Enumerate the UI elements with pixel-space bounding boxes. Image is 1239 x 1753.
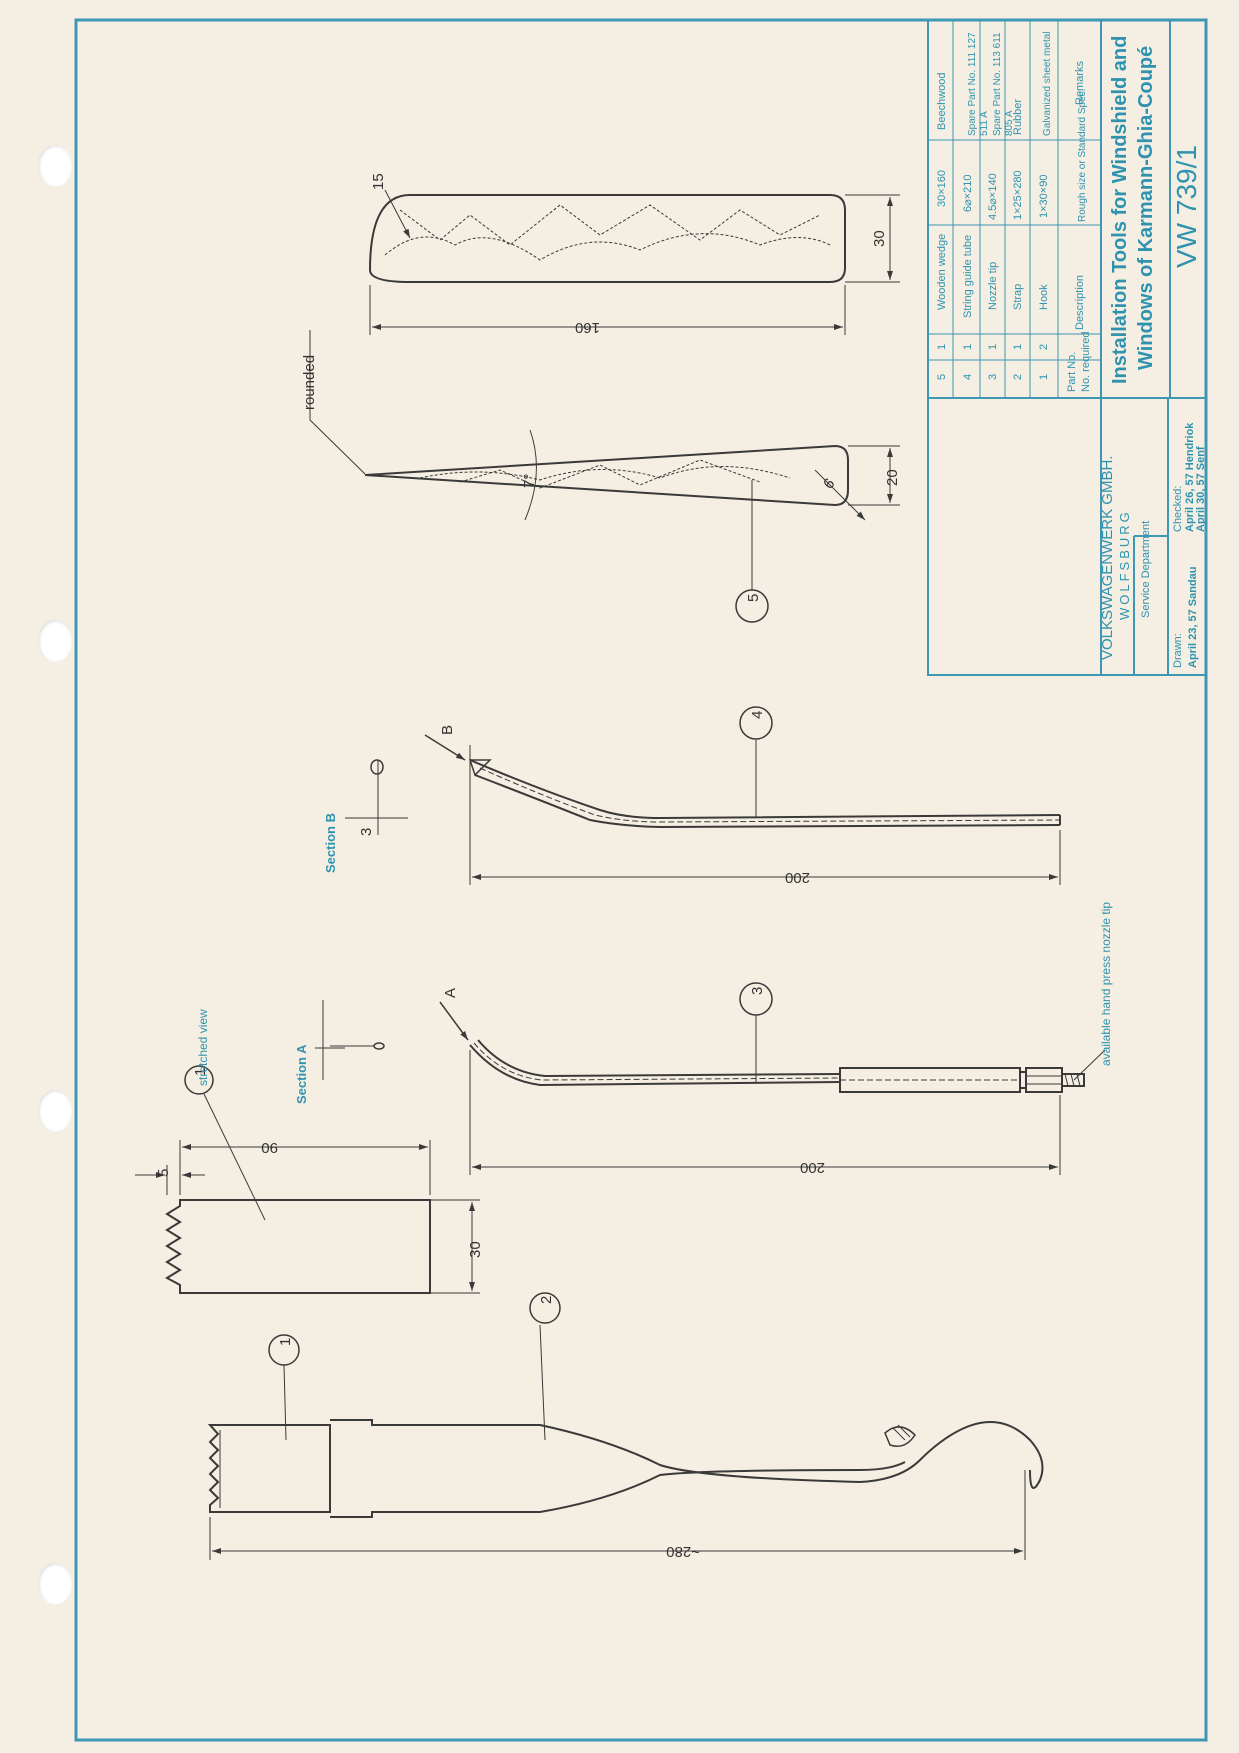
parts-row: 5 1 Wooden wedge 30×160 Beechwood: [936, 73, 948, 381]
cell-part: 4: [962, 374, 974, 380]
cell-qty: 1: [987, 344, 999, 350]
cell-desc: Nozzle tip: [987, 262, 999, 310]
punch-hole: [38, 620, 72, 662]
drawing-title-line-2: Windows of Karmann-Ghia-Coupé: [1135, 46, 1157, 370]
header-remarks: Remarks: [1074, 60, 1086, 105]
balloon-1: [184, 1065, 214, 1095]
dim-wedge-length: 160: [575, 319, 600, 336]
dim-wedge-thickness: 20: [884, 469, 901, 486]
dim-wedge-radius: 15: [370, 173, 387, 190]
balloon-4-label: 4: [749, 711, 766, 719]
punch-hole: [38, 1563, 72, 1605]
parts-row: 2 1 Strap 1×25×280 Rubber: [1012, 99, 1024, 380]
cell-desc: Hook: [1038, 284, 1050, 310]
cell-desc: Strap: [1012, 284, 1024, 310]
title-block: [927, 19, 1207, 676]
balloon-3-label: 3: [749, 987, 766, 995]
nozzle-tip: A 200 3 available hand press nozzle tip …: [294, 902, 1113, 1176]
drawing-number: VW 739/1: [1171, 145, 1202, 268]
cell-size: 4.5⌀×140: [987, 173, 999, 220]
parts-row: 1 2 Hook 1×30×90 Galvanized sheet metal: [1038, 31, 1053, 380]
cell-qty: 1: [962, 344, 974, 350]
balloon-4: [739, 706, 773, 740]
header-part-no: Part No.: [1066, 352, 1078, 392]
dim-wedge-width: 30: [871, 230, 888, 247]
parts-row: 4 1 String guide tube 6⌀×210 Spare Part …: [962, 32, 990, 380]
balloon-2: [529, 1292, 561, 1324]
dim-section-b: 3: [358, 828, 375, 836]
header-no-required: No. required: [1080, 331, 1092, 392]
drawn-label: Drawn:: [1172, 633, 1184, 668]
checked-value-1: April 26, 57 Hendriok: [1184, 422, 1196, 532]
balloon-3: [739, 982, 773, 1016]
company-department: Service Department: [1140, 521, 1152, 618]
cell-size: 30×160: [936, 170, 948, 207]
note-rounded: rounded: [301, 355, 318, 410]
header-size: Rough size or Standard Spec.: [1077, 89, 1088, 222]
dim-nozzle-length: 200: [800, 1159, 825, 1176]
balloon-1-label: 1: [192, 1068, 209, 1076]
cell-qty: 1: [936, 344, 948, 350]
cell-remarks: Spare Part No. 111 127 511 A: [967, 32, 990, 136]
dim-hook-width: 30: [467, 1241, 484, 1258]
hook-stretched: 90 30 5 1 stretched view: [135, 1009, 484, 1294]
section-b-label: Section B: [323, 813, 338, 873]
cell-part: 5: [936, 374, 948, 380]
dim-strap-length: ~280: [666, 1543, 700, 1560]
parts-list: Part No. No. required Description Rough …: [936, 31, 1207, 668]
balloon-1-hook-label: 1: [277, 1338, 294, 1346]
cell-part: 2: [1012, 374, 1024, 380]
drawing-title-line-1: Installation Tools for Windshield and: [1109, 36, 1131, 384]
cell-part: 3: [987, 374, 999, 380]
arrow-a-label: A: [442, 988, 459, 998]
balloon-1-hook: [268, 1334, 300, 1366]
nozzle-note: available hand press nozzle tip: [1099, 902, 1113, 1066]
wooden-wedge-side: 7° 20 6 rounded 5: [301, 330, 901, 623]
balloon-5: [735, 589, 769, 623]
company-city: WOLFSBURG: [1117, 509, 1132, 620]
cell-part: 1: [1038, 374, 1050, 380]
cell-size: 6⌀×210: [962, 174, 974, 212]
cell-remarks: Beechwood: [936, 73, 948, 131]
cell-desc: Wooden wedge: [936, 234, 948, 310]
cell-qty: 1: [1012, 344, 1024, 350]
punch-hole: [38, 1090, 72, 1132]
cell-desc: String guide tube: [962, 235, 974, 318]
dim-tube-length: 200: [785, 869, 810, 886]
company-name: VOLKSWAGENWERK GMBH.: [1099, 456, 1116, 660]
strap-assembly: 2 1 ~280: [207, 1292, 1044, 1560]
drawn-value: April 23, 57 Sandau: [1187, 567, 1199, 668]
arrow-b-label: B: [439, 725, 456, 735]
punch-hole: [38, 145, 72, 187]
checked-label: Checked:: [1172, 486, 1184, 532]
dim-wedge-angle: 7°: [521, 474, 538, 488]
header-description: Description: [1074, 275, 1086, 330]
cell-qty: 2: [1038, 344, 1050, 350]
balloon-5-label: 5: [745, 594, 762, 602]
cell-remarks: Galvanized sheet metal: [1042, 31, 1053, 136]
wooden-wedge-plan: 160 30 15: [368, 173, 900, 336]
section-a-label: Section A: [294, 1044, 309, 1104]
checked-value-2: April 30, 57 Senf: [1195, 446, 1207, 532]
dim-hook-tooth: 5: [155, 1169, 172, 1177]
cell-remarks: Rubber: [1012, 99, 1024, 135]
string-guide-tube: B 200 4 Section B 3: [323, 706, 1061, 886]
balloon-2-label: 2: [538, 1296, 555, 1304]
cell-size: 1×30×90: [1038, 175, 1050, 218]
parts-row: 3 1 Nozzle tip 4.5⌀×140 Spare Part No. 1…: [987, 32, 1015, 380]
dim-hook-length: 90: [261, 1139, 278, 1156]
stretched-view-note: stretched view: [196, 1009, 210, 1086]
cell-size: 1×25×280: [1012, 170, 1024, 220]
sheet-border: [74, 18, 1208, 1742]
